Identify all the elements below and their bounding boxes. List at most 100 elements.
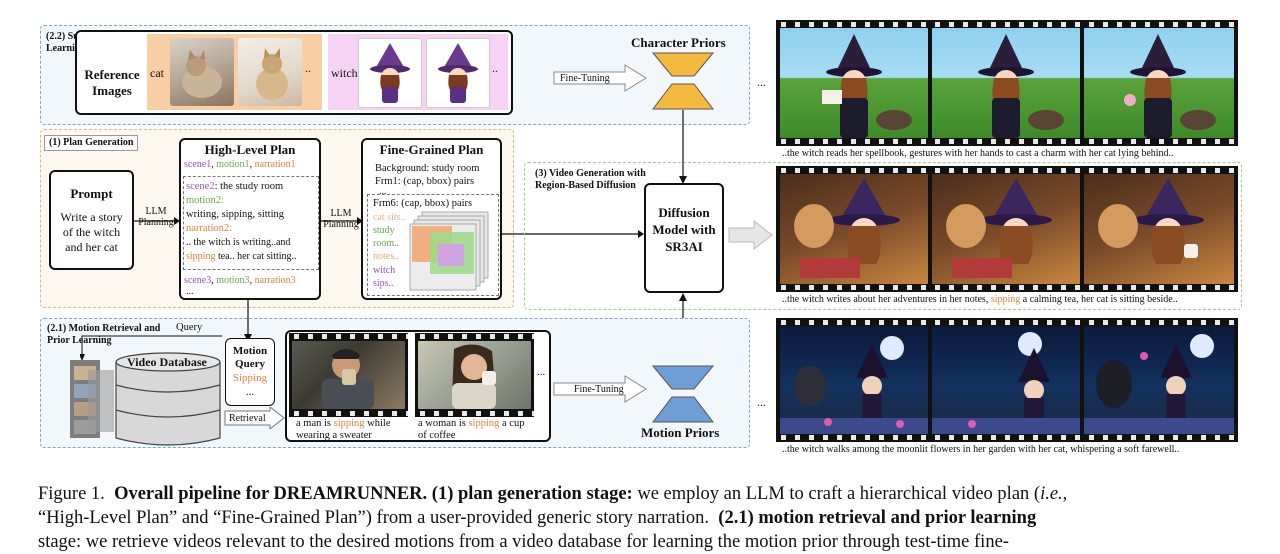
output-caption-3: ..the witch walks among the moonlit flow… <box>782 444 1180 455</box>
retrieval-label: Retrieval <box>229 413 266 424</box>
figure-text1b: , <box>1062 484 1068 504</box>
retrieved-dots: ... <box>537 366 546 378</box>
clip-1-caption: a man is sipping while wearing a sweater <box>296 418 391 441</box>
motion-query-title: Motion Query <box>232 345 268 370</box>
motion-ellipsis: ... <box>757 395 766 409</box>
cat-image-2 <box>238 38 302 106</box>
llm-arrow-1 <box>134 217 180 225</box>
bbox-layout-stack <box>409 211 489 291</box>
high-level-dots: ... <box>186 286 194 297</box>
witch-image-1 <box>358 38 422 108</box>
output-strip-2 <box>776 166 1238 292</box>
frm6-dashed-box <box>367 194 499 296</box>
clip-2-caption: a woman is sipping a cup of coffee <box>418 418 525 441</box>
high-level-narration2: narration2: <box>186 223 233 234</box>
figure-caption-line-3: stage: we retrieve videos relevant to th… <box>38 532 1009 552</box>
motion-query-box <box>225 338 275 406</box>
figure-text1a: we employ an LLM to craft a hierarchical… <box>637 484 1041 504</box>
scene2-dashed-box <box>183 176 319 270</box>
witch-dots: .. <box>492 61 498 75</box>
figure-caption-line-2: “High-Level Plan” and “Fine-Grained Plan… <box>38 506 1248 530</box>
motion-query-dots: ... <box>245 386 255 398</box>
cat-dots: .. <box>305 61 311 75</box>
character-to-diffusion-arrow <box>679 110 687 184</box>
character-priors-label: Character Priors <box>631 35 726 50</box>
high-level-row3: scene3, motion3, narration3 <box>184 275 296 286</box>
strip3-frame2 <box>932 326 1080 434</box>
fine-grained-frm6: Frm6: (cap, bbox) pairs <box>373 198 473 209</box>
llm-planning-label-2: LLM Planning <box>323 208 359 230</box>
character-ellipsis: ... <box>757 75 766 89</box>
retrieved-clip-2 <box>415 333 534 417</box>
cat-image-1 <box>170 38 234 106</box>
output-strip-3 <box>776 318 1238 442</box>
fine-grained-word-4: witch sips.. <box>373 265 396 289</box>
video-generation-region <box>524 162 1242 310</box>
scene1-label: scene1 <box>184 159 212 170</box>
diffusion-model-box <box>644 183 724 293</box>
figure-bold-stage1: (1) plan generation stage: <box>431 484 633 504</box>
output-caption-2: ..the witch writes about her adventures … <box>782 294 1178 305</box>
witch-image-2 <box>426 38 490 108</box>
figure-caption: Figure 1. Overall pipeline for DREAMRUNN… <box>38 482 1248 554</box>
character-priors-icon <box>652 52 714 110</box>
database-film-stack <box>70 360 116 440</box>
high-level-plan-title: High-Level Plan <box>204 142 296 157</box>
narration1-label: narration1 <box>254 159 296 170</box>
fine-tuning-label-bottom: Fine-Tuning <box>574 384 624 395</box>
strip2-frame3 <box>1084 174 1234 284</box>
output-caption-1: ..the witch reads her spellbook, gesture… <box>782 148 1174 159</box>
strip1-frame3 <box>1084 28 1234 138</box>
query-connector <box>80 300 252 361</box>
figure-caption-line-1: Figure 1. Overall pipeline for DREAMRUNN… <box>38 482 1248 506</box>
video-generation-tag: (3) Video Generation with Region-Based D… <box>535 168 646 191</box>
high-level-narration2-tail: sipping tea.. her cat sitting.. <box>186 251 297 262</box>
witch-label: witch <box>331 66 358 80</box>
prompt-title: Prompt <box>70 186 113 201</box>
fine-grained-background: Background: study room <box>375 163 480 174</box>
fine-grained-word-1: cat sits.. <box>373 212 406 223</box>
fine-tuning-label-top: Fine-Tuning <box>560 73 610 84</box>
figure-label: Figure 1. <box>38 484 105 504</box>
fine-tuning-arrow-top <box>553 64 647 92</box>
motion-priors-icon <box>652 365 714 423</box>
figure-ie: i.e. <box>1040 484 1063 504</box>
strip1-frame2 <box>932 28 1080 138</box>
plan-generation-tag: (1) Plan Generation <box>44 135 139 151</box>
reference-images-label: Reference Images <box>84 67 140 98</box>
output-strip-1 <box>776 20 1238 146</box>
output-arrow <box>728 220 773 250</box>
high-level-row1: scene1, motion1, narration1 <box>184 159 296 170</box>
figure-line2: “High-Level Plan” and “Fine-Grained Plan… <box>38 508 710 528</box>
retrieval-arrow <box>224 407 285 429</box>
strip2-frame2 <box>932 174 1080 284</box>
fine-grained-dots: ... <box>379 186 387 197</box>
figure-bold-stage21: (2.1) motion retrieval and prior learnin… <box>718 508 1037 528</box>
motion-retrieval-tag: (2.1) Motion Retrieval and Prior Learnin… <box>47 323 161 346</box>
database-icon <box>115 352 221 446</box>
fine-tuning-arrow-bottom <box>553 375 647 403</box>
strip1-frame1 <box>780 28 928 138</box>
llm-planning-label-1: LLM Planning <box>138 206 174 228</box>
figure-bold-intro: Overall pipeline for DREAMRUNNER. <box>114 484 428 504</box>
fine-grained-word-2: study room.. <box>373 225 400 249</box>
high-level-plan-box <box>179 138 321 300</box>
high-level-scene2: scene2: the study room <box>186 181 284 192</box>
llm-arrow-2 <box>321 217 363 225</box>
fine-grained-word-3: notes.. <box>373 251 400 262</box>
motion-query-value: Sipping <box>232 372 268 384</box>
prompt-box <box>49 170 134 270</box>
motion-priors-label: Motion Priors <box>641 425 720 440</box>
retrieved-clip-1 <box>289 333 408 417</box>
query-label: Query <box>176 322 203 333</box>
video-database-label: Video Database <box>127 355 207 369</box>
strip2-frame1 <box>780 174 928 284</box>
high-level-narration2-text: .. the witch is writing..and <box>186 237 291 248</box>
fine-grained-frm1: Frm1: (cap, bbox) pairs <box>375 176 475 187</box>
diffusion-model-label: Diffusion Model with SR3AI <box>652 205 716 254</box>
strip3-frame3 <box>1084 326 1234 434</box>
strip3-frame1 <box>780 326 928 434</box>
fine-grained-plan-title: Fine-Grained Plan <box>379 142 484 157</box>
motion1-label: motion1 <box>216 159 250 170</box>
high-level-motion2-text: writing, sipping, sitting <box>186 209 285 220</box>
